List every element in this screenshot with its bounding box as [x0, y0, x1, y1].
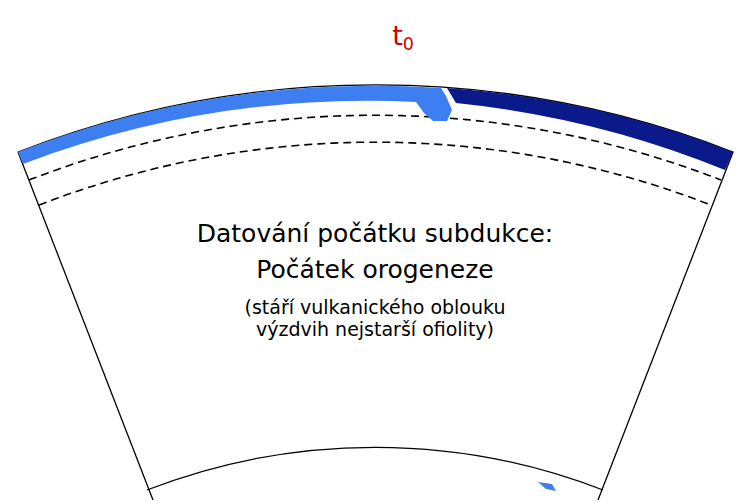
- time-label: t0: [392, 20, 414, 54]
- heading-text: Datování počátku subdukce:: [197, 220, 554, 249]
- dashed-boundary: [39, 142, 711, 205]
- light-plate: [18, 86, 452, 164]
- dark-plate: [447, 88, 733, 170]
- subheading-text: Počátek orogeneze: [256, 256, 493, 285]
- slab-fragment: [538, 482, 556, 491]
- note-text: (stáří vulkanického oblouku výzdvih nejs…: [215, 297, 535, 341]
- sector-outline: [18, 85, 733, 500]
- inner-arc: [147, 447, 603, 490]
